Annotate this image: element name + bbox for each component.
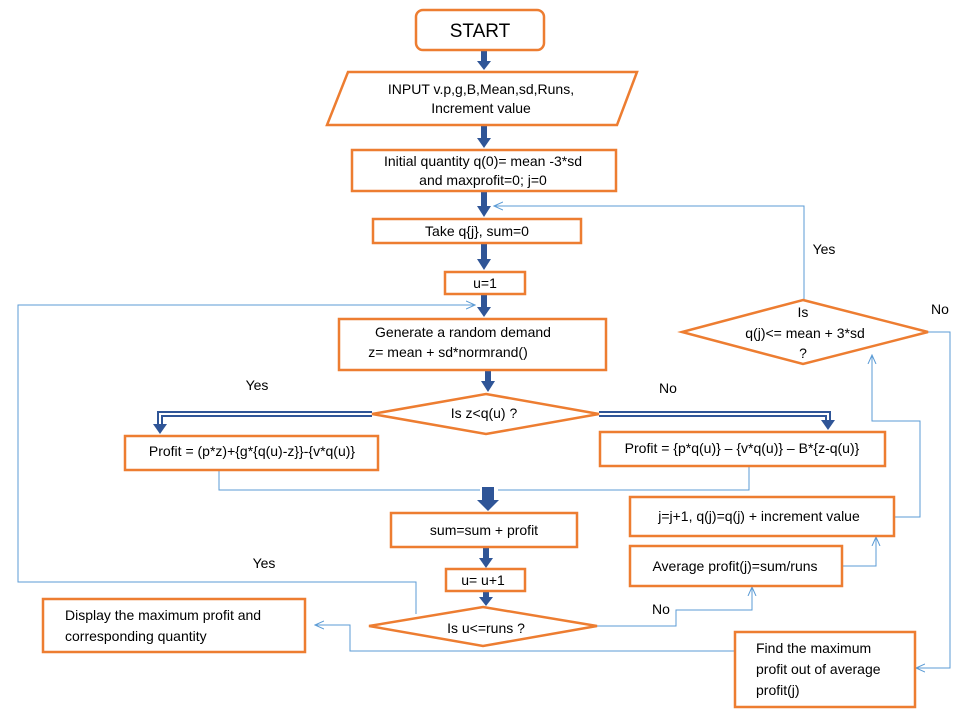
profit-yes-merge-connector (218, 470, 480, 491)
arrow-take-u (477, 243, 491, 270)
average-label: Average profit(j)=sum/runs (652, 558, 817, 574)
no-z-label: No (659, 380, 677, 396)
profit-yes-process (123, 434, 380, 472)
input-label-line1: INPUT v.p,g,B,Mean,sd,Runs, (388, 81, 574, 97)
start-label: START (450, 21, 511, 42)
decision-q-label-line3: ? (799, 345, 807, 361)
shapes (41, 8, 929, 709)
decision-z-label: Is z<q(u) ? (451, 405, 518, 421)
generate-process (337, 317, 608, 372)
j-inc-label: j=j+1, q(j)=q(j) + increment value (657, 508, 860, 524)
loop-back-yes-runs-connector (17, 305, 475, 614)
u-init-label: u=1 (473, 275, 497, 291)
generate-label-line1: Generate a random demand (375, 324, 551, 340)
find-max-label-line3: profit(j) (756, 682, 800, 698)
arrow-input-init (477, 125, 491, 148)
display-process (41, 597, 307, 654)
jinc-to-decision-q-connector (872, 355, 921, 518)
decision-q-label-line2: q(j)<= mean + 3*sd (745, 325, 864, 341)
generate-label-line2: z= mean + sd*normrand() (368, 344, 528, 360)
decision-q-label-line1: Is (798, 304, 809, 320)
yes-q-label: Yes (813, 241, 836, 257)
decision-z-diamond (371, 392, 600, 436)
arrow-u-generate (477, 294, 491, 317)
sum-update-label: sum=sum + profit (430, 522, 538, 538)
arrow-init-take (477, 191, 491, 217)
arrow-merge-sum (477, 487, 499, 511)
j-inc-process (628, 495, 896, 538)
profit-yes-label: Profit = (p*z)+{g*{q(u)-z}}-{v*q(u)} (149, 443, 356, 459)
arrow-no-profit (599, 411, 835, 430)
no-q-to-findmax-connector (916, 331, 951, 668)
decision-runs-label: Is u<=runs ? (447, 620, 525, 636)
no-q-label: No (931, 301, 949, 317)
yes-z-label: Yes (246, 377, 269, 393)
thin-connectors (17, 206, 951, 668)
decision-runs-diamond (368, 605, 598, 648)
input-label-line2: Increment value (431, 100, 531, 116)
yes-runs-label: Yes (253, 555, 276, 571)
init-label-line1: Initial quantity q(0)= mean -3*sd (384, 153, 582, 169)
display-label-line1: Display the maximum profit and (65, 607, 261, 623)
average-process (628, 544, 844, 588)
texts: START INPUT v.p,g,B,Mean,sd,Runs, Increm… (65, 21, 949, 698)
take-q-process (371, 217, 583, 245)
findmax-to-display-connector (315, 625, 735, 652)
profit-no-merge-connector (498, 466, 750, 491)
init-process (350, 148, 618, 193)
arrow-generate-decision (481, 370, 495, 392)
sum-update-process (389, 511, 579, 549)
profit-no-process (598, 430, 887, 468)
display-label-line2: corresponding quantity (65, 628, 207, 644)
u-inc-process (444, 567, 527, 593)
take-q-label: Take q{j}, sum=0 (425, 223, 529, 239)
arrow-start-input (477, 50, 491, 70)
init-label-line2: and maxprofit=0; j=0 (419, 172, 547, 188)
arrow-uinc-decision (479, 591, 493, 606)
yes-q-to-take-connector (494, 206, 805, 300)
find-max-label-line2: profit out of average (756, 661, 881, 677)
find-max-label-line1: Find the maximum (756, 640, 871, 656)
arrow-sum-uinc (479, 547, 493, 568)
start-terminal (414, 8, 546, 52)
input-parallelogram (325, 70, 639, 127)
average-to-jinc-connector (842, 537, 876, 567)
main-arrows (153, 50, 835, 606)
u-inc-label: u= u+1 (461, 572, 505, 588)
profit-no-label: Profit = {p*q(u)} – {v*q(u)} – B*{z-q(u)… (625, 440, 860, 456)
arrow-yes-profit (153, 411, 372, 434)
decision-q-diamond (677, 298, 929, 366)
no-runs-to-average-connector (597, 587, 752, 627)
no-runs-label: No (652, 601, 670, 617)
find-max-process (733, 630, 917, 709)
u-init-process (443, 270, 527, 296)
